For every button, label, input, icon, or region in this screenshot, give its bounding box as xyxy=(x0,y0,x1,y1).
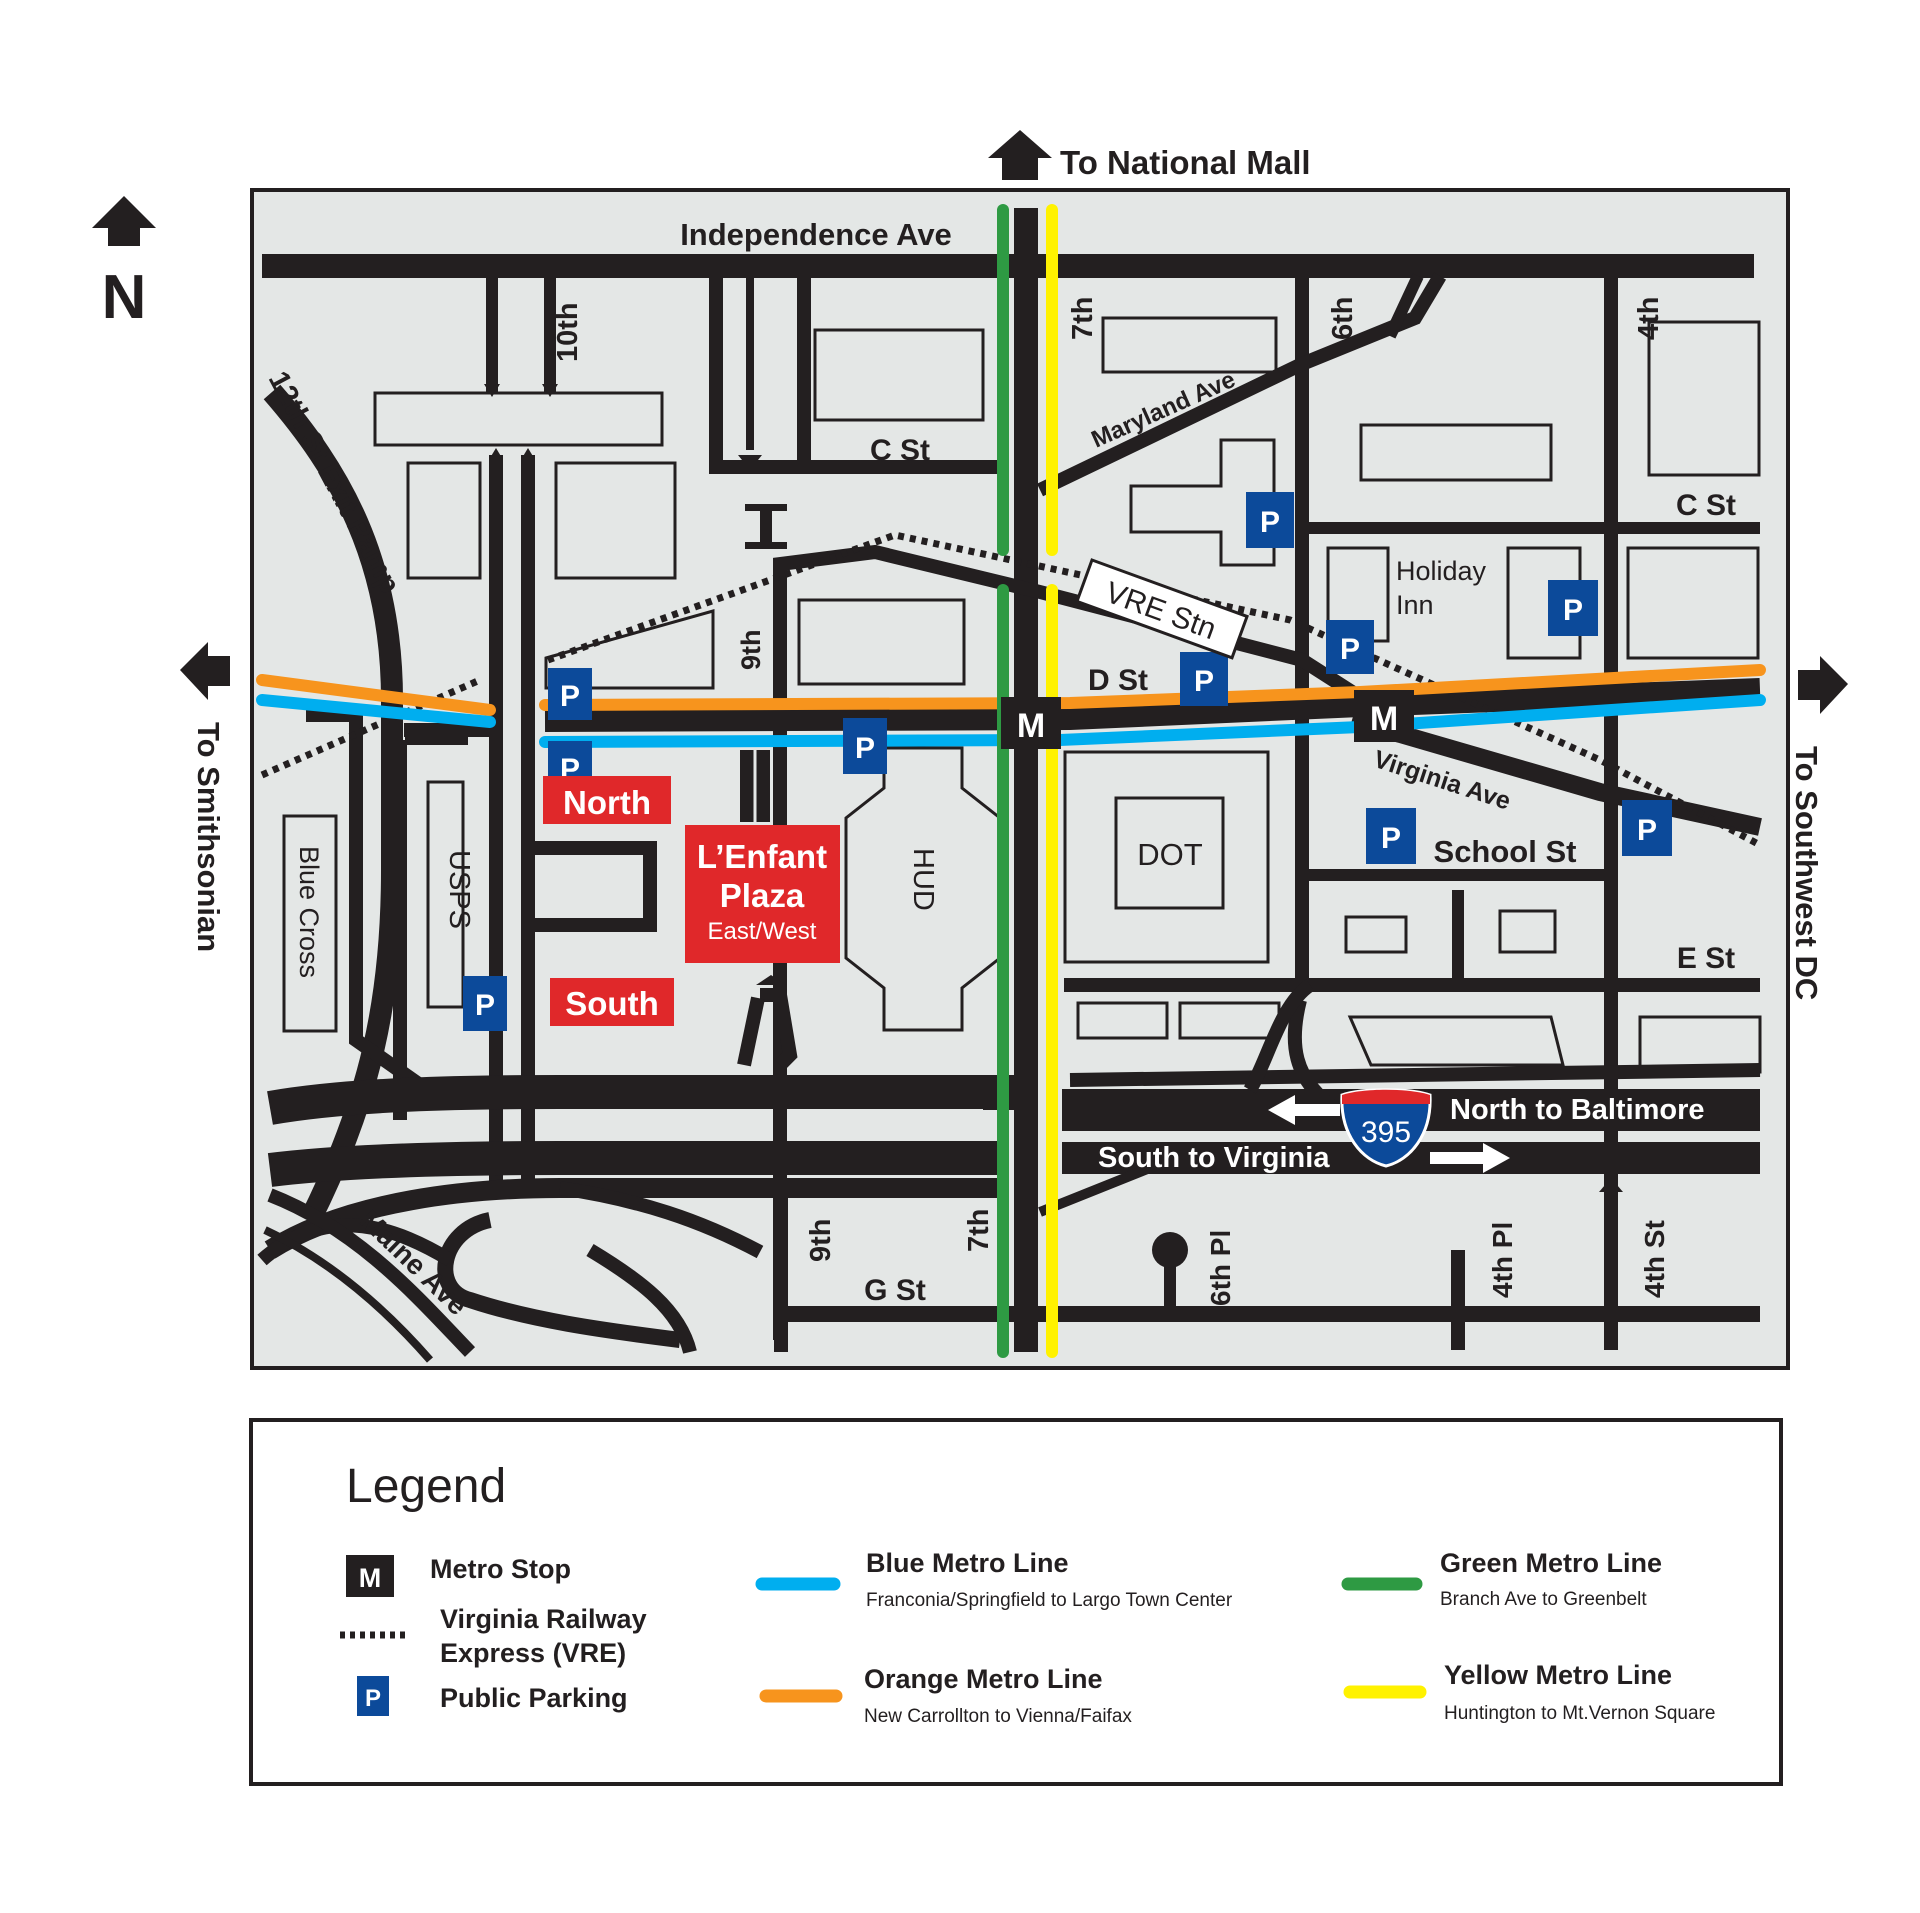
legend-green-line-desc: Branch Ave to Greenbelt xyxy=(1440,1589,1647,1610)
parking-icon[interactable]: P xyxy=(1366,808,1416,864)
legend-orange-line-desc: New Carrollton to Vienna/Faifax xyxy=(864,1706,1132,1727)
freeway-arrows xyxy=(1268,1095,1510,1173)
svg-text:East/West: East/West xyxy=(708,918,817,945)
roads xyxy=(257,208,1762,1363)
north-label: N xyxy=(102,263,147,332)
legend-vre-label-1: Virginia Railway xyxy=(440,1604,647,1634)
svg-text:North: North xyxy=(563,784,651,821)
north-to-baltimore-label: North to Baltimore xyxy=(1450,1094,1705,1126)
legend-parking-icon: P xyxy=(357,1676,389,1716)
parking-icon[interactable]: P xyxy=(843,718,887,774)
hud-label: HUD xyxy=(907,848,939,911)
sixth-st-label: 6th xyxy=(1327,297,1359,341)
school-st-label: School St xyxy=(1434,834,1577,869)
svg-text:M: M xyxy=(1017,707,1045,745)
svg-text:South: South xyxy=(565,985,658,1022)
usps-label: USPS xyxy=(443,850,475,929)
metro-stop-federal-center-icon[interactable]: M xyxy=(1354,690,1414,742)
to-national-mall-label: To National Mall xyxy=(1060,144,1311,181)
north-arrow-icon xyxy=(92,196,156,246)
c-st-right-label: C St xyxy=(1676,489,1736,522)
parking-icon[interactable]: P xyxy=(548,668,592,720)
legend-orange-line-label: Orange Metro Line xyxy=(864,1664,1103,1694)
seventh-st-label: 7th xyxy=(1067,297,1099,341)
legend-yellow-line-label: Yellow Metro Line xyxy=(1444,1660,1672,1690)
g-st-label: G St xyxy=(864,1274,926,1307)
svg-text:P: P xyxy=(855,732,875,765)
holiday-inn-label-2: Inn xyxy=(1396,590,1434,620)
independence-ave-label: Independence Ave xyxy=(680,217,952,252)
tenth-st-label: 10th xyxy=(552,302,584,362)
holiday-inn-label-1: Holiday xyxy=(1396,556,1487,586)
to-smithsonian-label: To Smithsonian xyxy=(191,722,226,952)
one-way-arrows xyxy=(484,384,1623,1192)
svg-text:P: P xyxy=(1340,633,1360,666)
dot-label: DOT xyxy=(1137,837,1203,872)
south-entrance-badge[interactable]: South xyxy=(550,978,674,1026)
parking-icon[interactable]: P xyxy=(1622,800,1672,856)
cul-de-sac xyxy=(1152,1232,1188,1268)
up-arrow-icon xyxy=(988,130,1052,180)
north-entrance-badge[interactable]: North xyxy=(543,776,671,824)
parking-icon[interactable]: P xyxy=(1326,620,1374,674)
seventh-st-south-label: 7th xyxy=(963,1209,995,1253)
blue-cross-label: Blue Cross xyxy=(294,846,324,978)
svg-text:P: P xyxy=(1194,665,1214,698)
metro-stop-lenfant-icon[interactable]: M xyxy=(1001,697,1061,749)
d-st-label: D St xyxy=(1088,664,1148,697)
interstate-395-shield-icon: 395 xyxy=(1340,1088,1432,1168)
lenfant-plaza-badge[interactable]: L’Enfant Plaza East/West xyxy=(685,825,840,963)
right-arrow-icon xyxy=(1798,656,1848,714)
legend-box xyxy=(249,1418,1783,1786)
svg-text:Plaza: Plaza xyxy=(720,877,805,914)
sixth-pl-label: 6th Pl xyxy=(1205,1230,1236,1306)
e-st-label: E St xyxy=(1677,942,1735,975)
svg-text:M: M xyxy=(359,1563,382,1593)
ninth-st-label: 9th xyxy=(736,630,766,671)
vre-line xyxy=(260,531,1762,849)
tunnel-icon xyxy=(745,504,787,549)
legend-green-line-label: Green Metro Line xyxy=(1440,1548,1662,1578)
south-to-virginia-label: South to Virginia xyxy=(1098,1142,1330,1174)
svg-text:L’Enfant: L’Enfant xyxy=(697,838,827,875)
to-southwest-dc-label: To Southwest DC xyxy=(1789,746,1824,1000)
legend-public-parking-label: Public Parking xyxy=(440,1683,628,1713)
parking-icon[interactable]: P xyxy=(1180,652,1228,706)
c-st-left-label: C St xyxy=(870,434,930,467)
ninth-st-south-label: 9th xyxy=(805,1219,837,1263)
svg-text:M: M xyxy=(1370,700,1398,738)
svg-text:P: P xyxy=(475,989,495,1022)
legend-blue-line-label: Blue Metro Line xyxy=(866,1548,1069,1578)
legend-blue-line-desc: Franconia/Springfield to Largo Town Cent… xyxy=(866,1590,1233,1611)
parking-icon[interactable]: P xyxy=(463,976,507,1031)
fourth-st-label: 4th xyxy=(1633,297,1665,341)
legend-metro-stop-icon: M xyxy=(346,1555,394,1597)
svg-text:P: P xyxy=(1381,822,1401,855)
svg-text:395: 395 xyxy=(1361,1116,1411,1149)
parking-markers: P P P P P P P P P P xyxy=(463,492,1672,1031)
legend-metro-stop-label: Metro Stop xyxy=(430,1554,571,1584)
parking-icon[interactable]: P xyxy=(1246,492,1294,548)
svg-text:P: P xyxy=(1260,506,1280,539)
svg-text:P: P xyxy=(560,680,580,713)
parking-icon[interactable]: P xyxy=(1548,580,1598,636)
fourth-pl-label: 4th Pl xyxy=(1487,1222,1518,1298)
svg-text:P: P xyxy=(365,1685,381,1712)
left-arrow-icon xyxy=(180,642,230,700)
legend-vre-label-2: Express (VRE) xyxy=(440,1638,626,1668)
legend-title: Legend xyxy=(346,1460,506,1513)
fourth-st-south-label: 4th St xyxy=(1639,1220,1670,1298)
svg-text:P: P xyxy=(1637,814,1657,847)
svg-text:P: P xyxy=(1563,594,1583,627)
legend-yellow-line-desc: Huntington to Mt.Vernon Square xyxy=(1444,1703,1715,1724)
